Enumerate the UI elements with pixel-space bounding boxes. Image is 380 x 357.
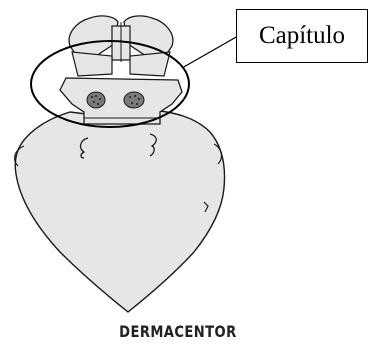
right-porose-area xyxy=(124,92,144,108)
left-palp xyxy=(69,16,118,58)
left-porose-area xyxy=(87,92,105,108)
capitulum-callout-label: Capítulo xyxy=(236,9,368,63)
right-palp-segment xyxy=(130,52,170,76)
tick-body xyxy=(15,110,224,312)
callout-leader-line xyxy=(182,36,238,68)
genus-caption: DERMACENTOR xyxy=(119,322,221,341)
right-palp xyxy=(124,16,173,58)
left-palp-segment xyxy=(72,52,112,76)
